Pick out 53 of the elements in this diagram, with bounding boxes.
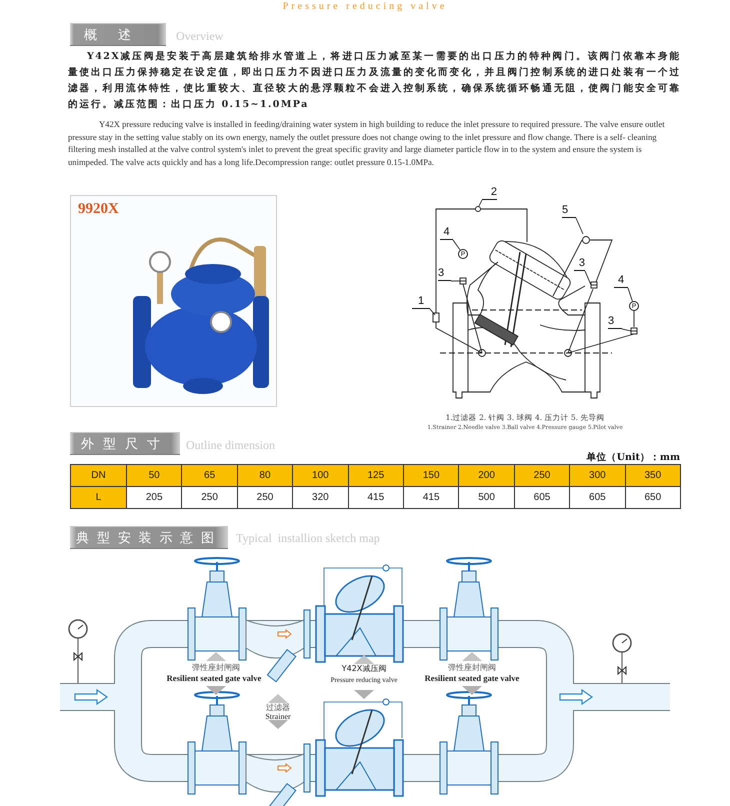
valve-caption: Resilient seated gate valve (166, 674, 262, 682)
leader-line (450, 280, 460, 282)
callout-number: 1 (412, 296, 430, 309)
table-header-cell: DN (71, 465, 127, 487)
valve-caption: Resilient seated gate valve (424, 674, 520, 682)
leader-line (622, 328, 632, 332)
leader-line (576, 218, 584, 234)
section-heading-bar: 典型安装示意图 (70, 526, 228, 549)
table-cell: 500 (459, 487, 515, 509)
strainer-caption: Strainer (264, 713, 292, 721)
leader-line (628, 288, 633, 302)
valve-caption: 弹性座封闸阀 (447, 664, 497, 672)
table-cell: 415 (404, 487, 460, 509)
table-cell: 650 (626, 487, 681, 509)
table-cell: 250 (182, 487, 238, 509)
table-cell: 205 (127, 487, 182, 509)
table-header-cell: 100 (293, 465, 349, 487)
table-cell: 320 (293, 487, 349, 509)
callout-number: 3 (608, 316, 622, 329)
table-header-cell: 125 (348, 465, 404, 487)
unit-note: 单位（Unit）：mm (586, 451, 680, 464)
table-header-cell: 300 (570, 465, 626, 487)
section-heading-bar: 概述 (70, 23, 166, 46)
table-header-cell: L (71, 487, 127, 509)
leader-line (584, 270, 592, 286)
table-header-cell: 200 (459, 465, 515, 487)
table-cell: 605 (514, 487, 570, 509)
leader-line (430, 308, 436, 316)
leader-line (478, 200, 482, 206)
table-cell: 415 (348, 487, 404, 509)
callout-number: 4 (614, 275, 628, 288)
table-header-cell: 250 (514, 465, 570, 487)
callout-number: 4 (440, 227, 453, 240)
table-header-cell: 350 (626, 465, 681, 487)
callout-number: 3 (574, 258, 585, 271)
strainer-caption: 过滤器 (265, 704, 291, 712)
english-description: Y42X pressure reducing valve is installed in feeding/draining water system in high building to reduce the inlet pressure to required pressure. The valve ensure outlet pressure stay in the setting value stably on its own energy, namely the outlet pressure does not change owing to the inlet pressure and flow change. There is a self- cleaning filtering mesh installed at the valve control system's inlet to prevent the great specific gravity and large diameter particle flow in to the system and ensure the system is unimpeded. The valve acts quickly and has a long life.Decompression range: outlet pressure 0.15-1.0MPa. (68, 118, 666, 168)
model-number: 9920X (78, 201, 119, 218)
chinese-description: Y42X减压阀是安装于高层建筑给排水管道上，将进口压力减至某一需要的出口压力的特种阀门。该阀门依靠本身能量使出口压力保持稳定在设定值，即出口压力不因进口压力及流量的变化而变化，并且阀门控制系统的进口处装有一个过滤器，利用流体特性，使比重较大、直径较大的悬浮颗粒不会进入控制系统，确保系统循环畅通无阻，使阀门能安全可靠的运行。减压范围：出口压力 0.15~1.0MPa (68, 50, 681, 112)
leader-line (452, 240, 460, 250)
table-header-cell: 80 (238, 465, 294, 487)
table-header-cell: 50 (127, 465, 182, 487)
table-cell: 605 (570, 487, 626, 509)
callout-number: 2 (482, 187, 497, 200)
table-header-cell: 150 (404, 465, 460, 487)
callout-number: 3 (438, 268, 451, 281)
page-title: Pressure reducing valve (282, 1, 448, 12)
valve-caption: 弹性座封闸阀 (191, 664, 241, 672)
table-cell: 250 (238, 487, 294, 509)
callout-number: 5 (562, 205, 576, 218)
section-heading-bar: 外型尺寸 (70, 432, 180, 455)
valve-caption: Y42X减压阀 (340, 665, 388, 673)
table-header-cell: 65 (182, 465, 238, 487)
